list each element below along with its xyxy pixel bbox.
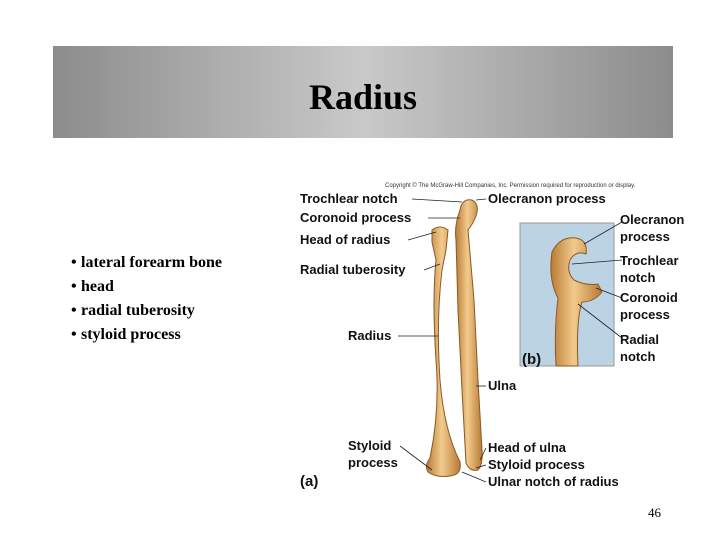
radius-bone [425,226,461,477]
label-olecranon-process: Olecranon process [488,191,606,206]
bullet-text: head [81,278,114,295]
label-styloid-process: Styloid process [488,457,585,472]
label-head-of-radius: Head of radius [300,232,390,247]
inset-ulna [550,237,603,367]
forearm-figure: Copyright © The McGraw-Hill Companies, I… [290,180,690,500]
label-styloid-line2: process [348,455,398,470]
inset-label-trochlear-line2: notch [620,270,655,285]
copyright-text: Copyright © The McGraw-Hill Companies, I… [385,182,636,189]
ulna-bone [455,199,483,471]
inset-label-coronoid-line1: Coronoid [620,290,678,305]
label-trochlear-notch: Trochlear notch [300,191,398,206]
label-radius: Radius [348,328,391,343]
slide-title: Radius [308,77,418,117]
bullet-item: •head [71,278,114,295]
inset-label-trochlear-line1: Trochlear [620,253,679,268]
label-head-of-ulna: Head of ulna [488,440,567,455]
inset-label-olecranon-line1: Olecranon [620,212,684,227]
bullet-item: •radial tuberosity [71,302,195,319]
inset-label-radial-line1: Radial [620,332,659,347]
inset-label-olecranon-line2: process [620,229,670,244]
label-styloid-line1: Styloid [348,438,391,453]
title-bar: Radius [53,46,673,138]
label-ulna: Ulna [488,378,517,393]
bullet-text: styloid process [81,326,181,343]
label-ulnar-notch: Ulnar notch of radius [488,474,619,489]
bullet-item: •styloid process [71,326,181,343]
inset-label-coronoid-line2: process [620,307,670,322]
bullet-item: •lateral forearm bone [71,254,222,271]
bullet-list: •lateral forearm bone •head •radial tube… [71,251,222,347]
bullet-text: radial tuberosity [81,302,195,319]
forearm-illustration: Copyright © The McGraw-Hill Companies, I… [300,182,684,490]
inset-label-radial-line2: notch [620,349,655,364]
panel-b-label: (b) [522,351,541,368]
page-number: 46 [648,505,661,520]
label-radial-tuberosity: Radial tuberosity [300,262,406,277]
panel-a-label: (a) [300,473,318,490]
bullet-text: lateral forearm bone [81,254,222,271]
label-coronoid-process: Coronoid process [300,210,411,225]
